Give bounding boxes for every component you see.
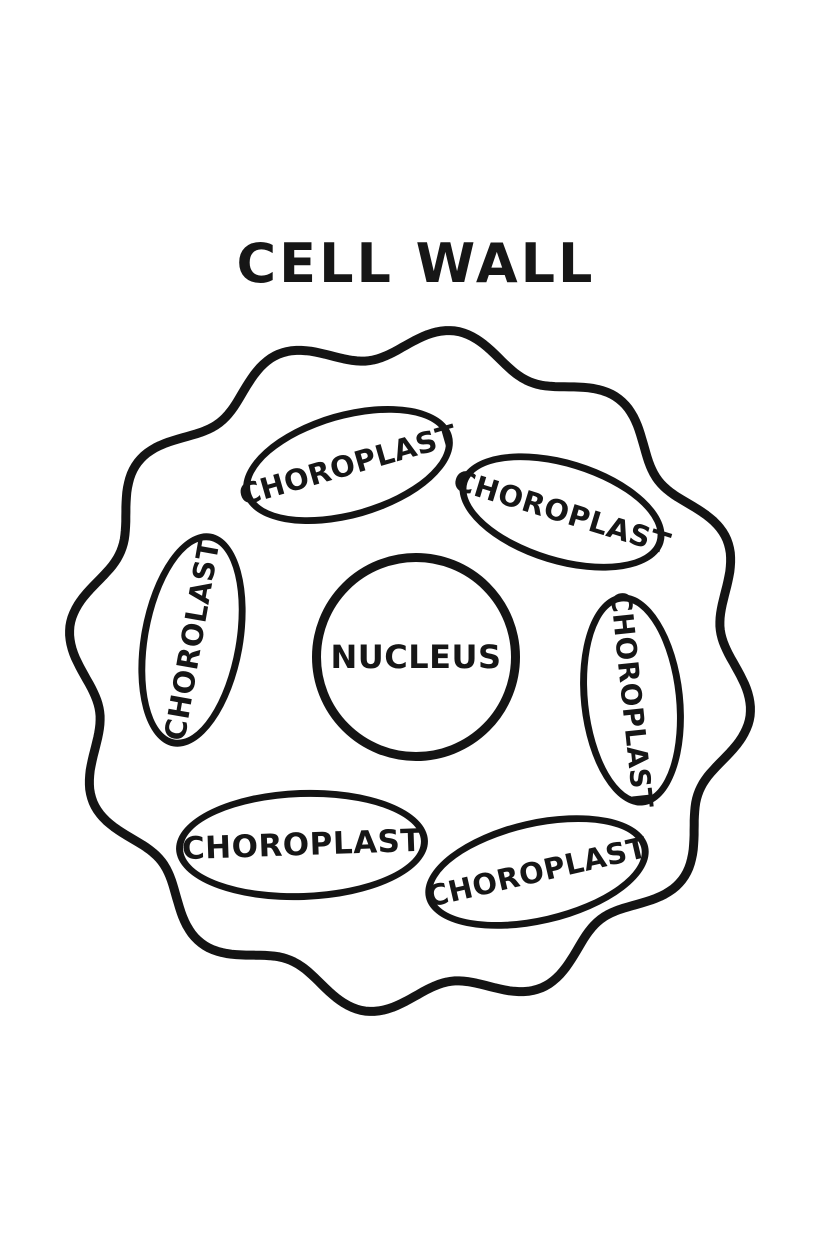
- nucleus: NUCLEUS: [312, 553, 520, 761]
- nucleus-label: NUCLEUS: [330, 638, 502, 676]
- diagram-title: CELL WALL: [236, 232, 596, 295]
- chloroplast-label: CHOROPLAST: [181, 822, 423, 868]
- chloroplast-label: CHOROLAST: [157, 536, 227, 744]
- cell-wall-outline: [65, 326, 755, 1016]
- chloroplast-label: CHOROPLAST: [604, 590, 660, 810]
